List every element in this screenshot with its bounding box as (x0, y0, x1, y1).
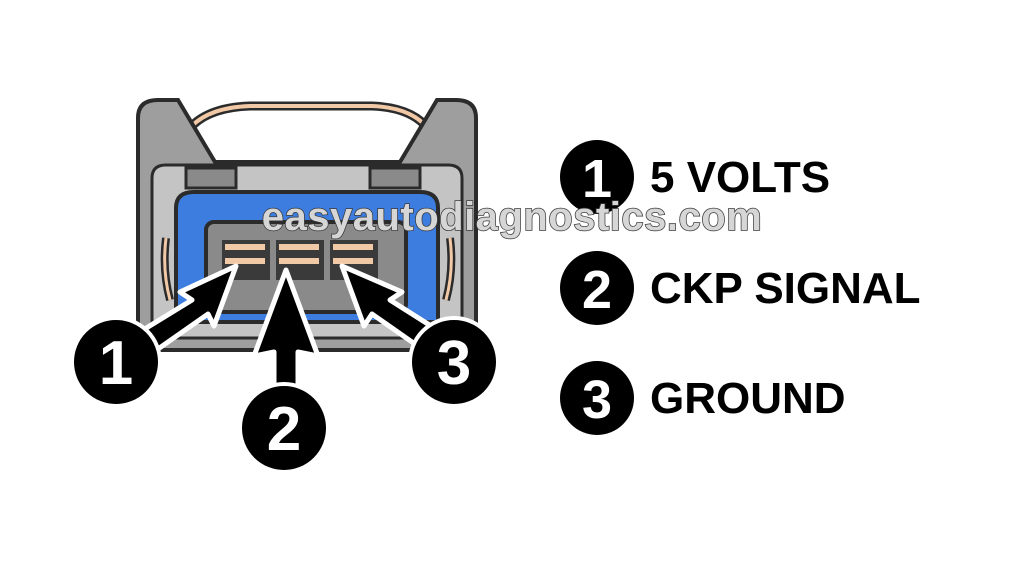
legend-item-3: 3 GROUND (560, 361, 846, 435)
legend: 1 5 VOLTS 2 CKP SIGNAL 3 GROUND (560, 140, 921, 435)
latch-tab-right (368, 166, 422, 190)
callout-1-number: 1 (99, 329, 133, 398)
latch-tab-left (184, 166, 238, 190)
legend-item-1-label: 5 VOLTS (650, 153, 830, 202)
legend-item-2-number: 2 (582, 260, 612, 320)
legend-item-3-number: 3 (582, 370, 612, 430)
legend-item-1: 1 5 VOLTS (560, 140, 830, 214)
callout-1: 1 (70, 316, 162, 408)
terminal-3 (333, 244, 373, 250)
callout-2-number: 2 (267, 395, 301, 464)
legend-item-1-number: 1 (582, 149, 612, 209)
callout-3-number: 3 (437, 329, 471, 398)
legend-item-3-label: GROUND (650, 374, 846, 423)
callout-3: 3 (408, 316, 500, 408)
terminal-2 (279, 244, 319, 250)
legend-item-2: 2 CKP SIGNAL (560, 251, 921, 325)
callout-2: 2 (238, 382, 330, 474)
terminal-1 (225, 244, 265, 250)
watermark: easyautodiagnostics.com (262, 195, 763, 239)
legend-item-2-label: CKP SIGNAL (650, 264, 921, 313)
